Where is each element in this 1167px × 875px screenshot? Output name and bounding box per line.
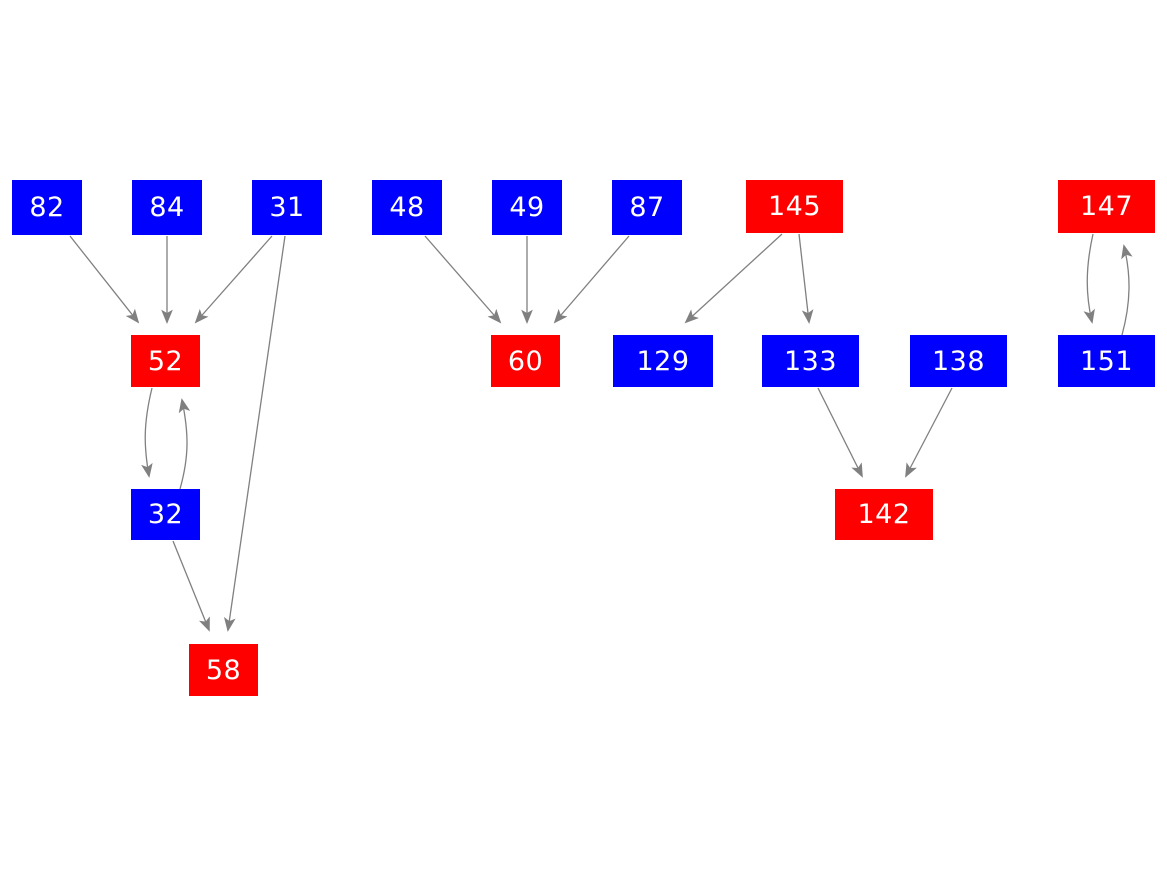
node-label: 87 (629, 192, 665, 223)
graph-node-138[interactable]: 138 (910, 335, 1007, 387)
graph-node-49[interactable]: 49 (492, 180, 562, 235)
node-label: 145 (767, 191, 822, 222)
node-label: 82 (29, 192, 65, 223)
graph-node-129[interactable]: 129 (613, 335, 713, 387)
node-label: 49 (509, 192, 545, 223)
node-label: 151 (1079, 345, 1134, 377)
node-label: 60 (507, 345, 544, 377)
node-label: 138 (931, 345, 986, 377)
graph-node-151[interactable]: 151 (1058, 335, 1155, 387)
graph-node-133[interactable]: 133 (762, 335, 859, 387)
node-label: 84 (149, 192, 185, 223)
node-label: 31 (269, 192, 305, 223)
node-label: 142 (857, 499, 911, 530)
graph-node-142[interactable]: 142 (835, 489, 933, 540)
node-label: 133 (783, 345, 838, 377)
graph-node-147[interactable]: 147 (1058, 180, 1155, 233)
graph-node-145[interactable]: 145 (746, 180, 843, 233)
graph-node-32[interactable]: 32 (131, 489, 200, 540)
graph-node-87[interactable]: 87 (612, 180, 682, 235)
node-label: 129 (636, 345, 690, 377)
graph-node-82[interactable]: 82 (12, 180, 82, 235)
graph-node-60[interactable]: 60 (491, 335, 560, 387)
graph-node-58[interactable]: 58 (189, 644, 258, 696)
node-label: 58 (205, 654, 242, 686)
graph-node-48[interactable]: 48 (372, 180, 442, 235)
node-label: 147 (1079, 191, 1134, 222)
graph-node-52[interactable]: 52 (131, 335, 200, 387)
node-label: 32 (147, 499, 184, 530)
node-label: 52 (147, 345, 184, 377)
node-label: 48 (389, 192, 425, 223)
graph-node-84[interactable]: 84 (132, 180, 202, 235)
graph-node-31[interactable]: 31 (252, 180, 322, 235)
